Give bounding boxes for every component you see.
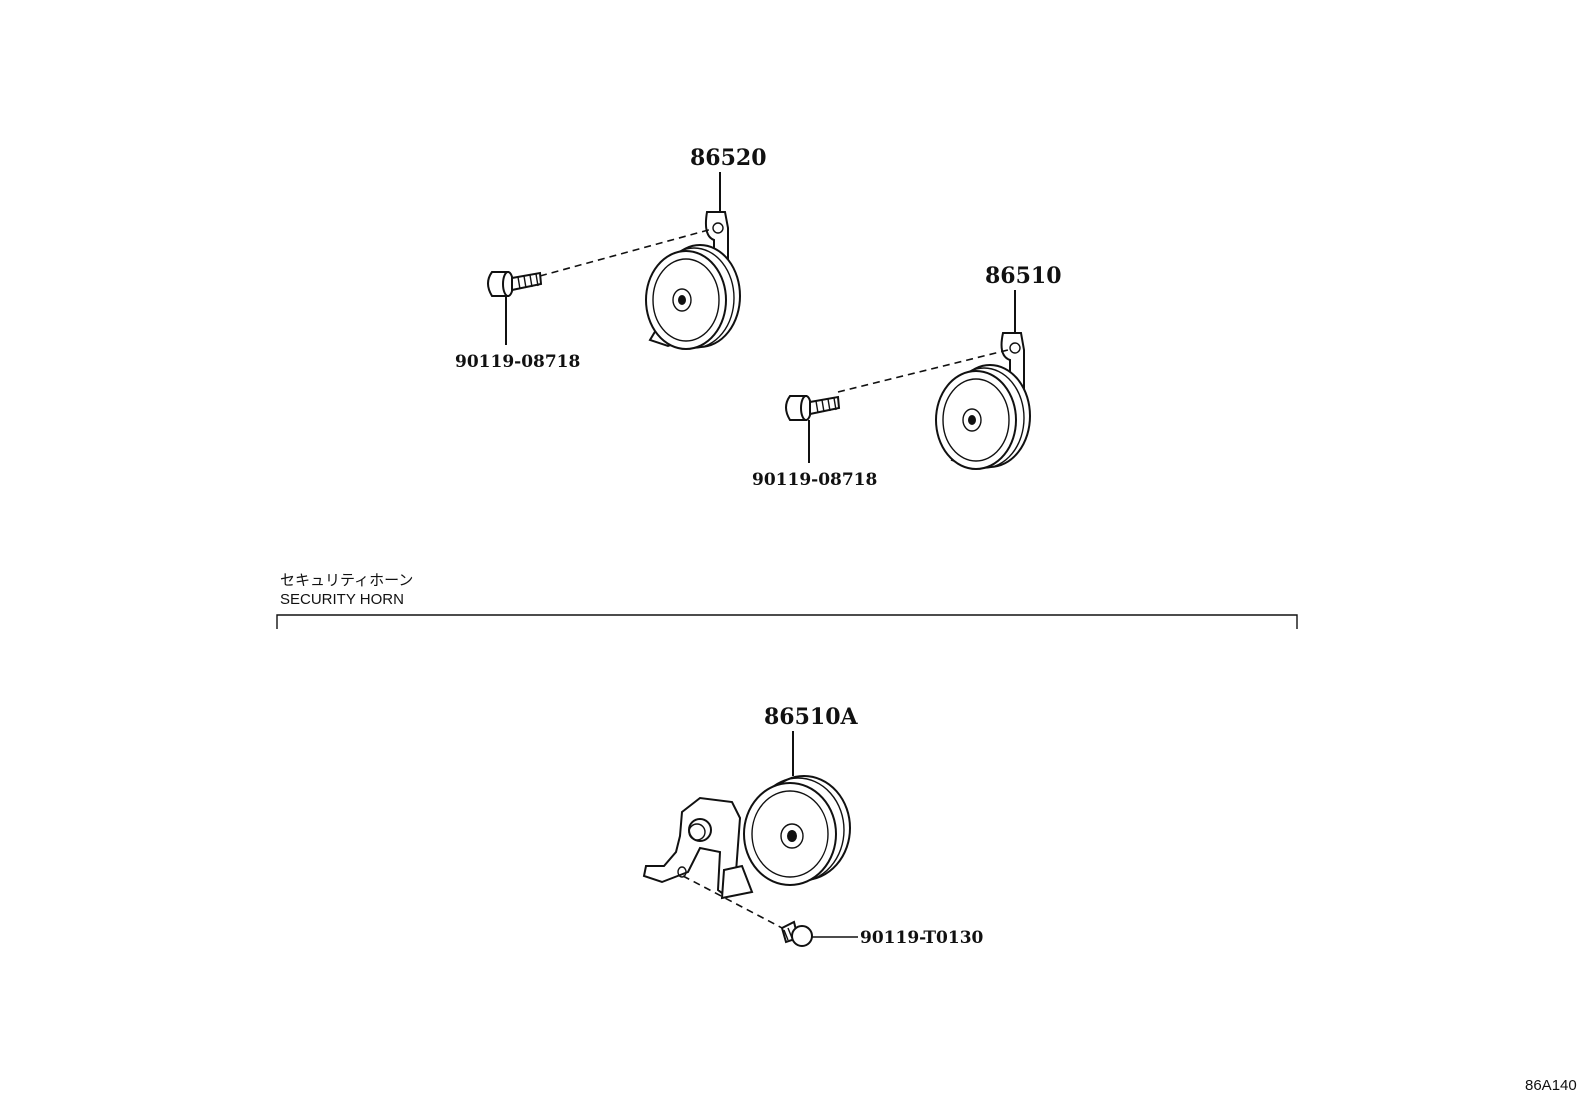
bolt-icon <box>487 271 543 297</box>
horn-icon <box>743 775 851 886</box>
section-label-en: SECURITY HORN <box>280 591 404 608</box>
horn-icon <box>645 244 741 350</box>
part-number-86520[interactable]: 86520 <box>690 145 767 171</box>
horn-86520[interactable]: 86520 <box>539 145 767 350</box>
bolt-icon <box>785 395 841 421</box>
horn-86510A[interactable]: 86510A <box>642 704 859 931</box>
bolt-90119-08718-lower[interactable]: 90119-08718 <box>752 395 877 490</box>
part-number-90119-08718-lower[interactable]: 90119-08718 <box>752 470 877 490</box>
section-bracket <box>276 614 1298 629</box>
part-number-90119-T0130[interactable]: 90119-T0130 <box>860 928 984 948</box>
horn-86510[interactable]: 86510 <box>837 263 1062 470</box>
part-number-86510A[interactable]: 86510A <box>764 704 859 730</box>
figure-id: 86A140 <box>1525 1077 1577 1094</box>
bolt-icon <box>780 920 813 947</box>
security-horn-section: セキュリティホーン SECURITY HORN <box>276 571 1298 629</box>
part-number-86510[interactable]: 86510 <box>985 263 1062 289</box>
part-number-90119-08718-upper[interactable]: 90119-08718 <box>455 352 580 372</box>
horn-icon <box>935 364 1031 470</box>
section-label-jp: セキュリティホーン <box>280 571 413 589</box>
bolt-90119-08718-upper[interactable]: 90119-08718 <box>455 271 580 372</box>
bolt-90119-T0130[interactable]: 90119-T0130 <box>780 920 984 948</box>
